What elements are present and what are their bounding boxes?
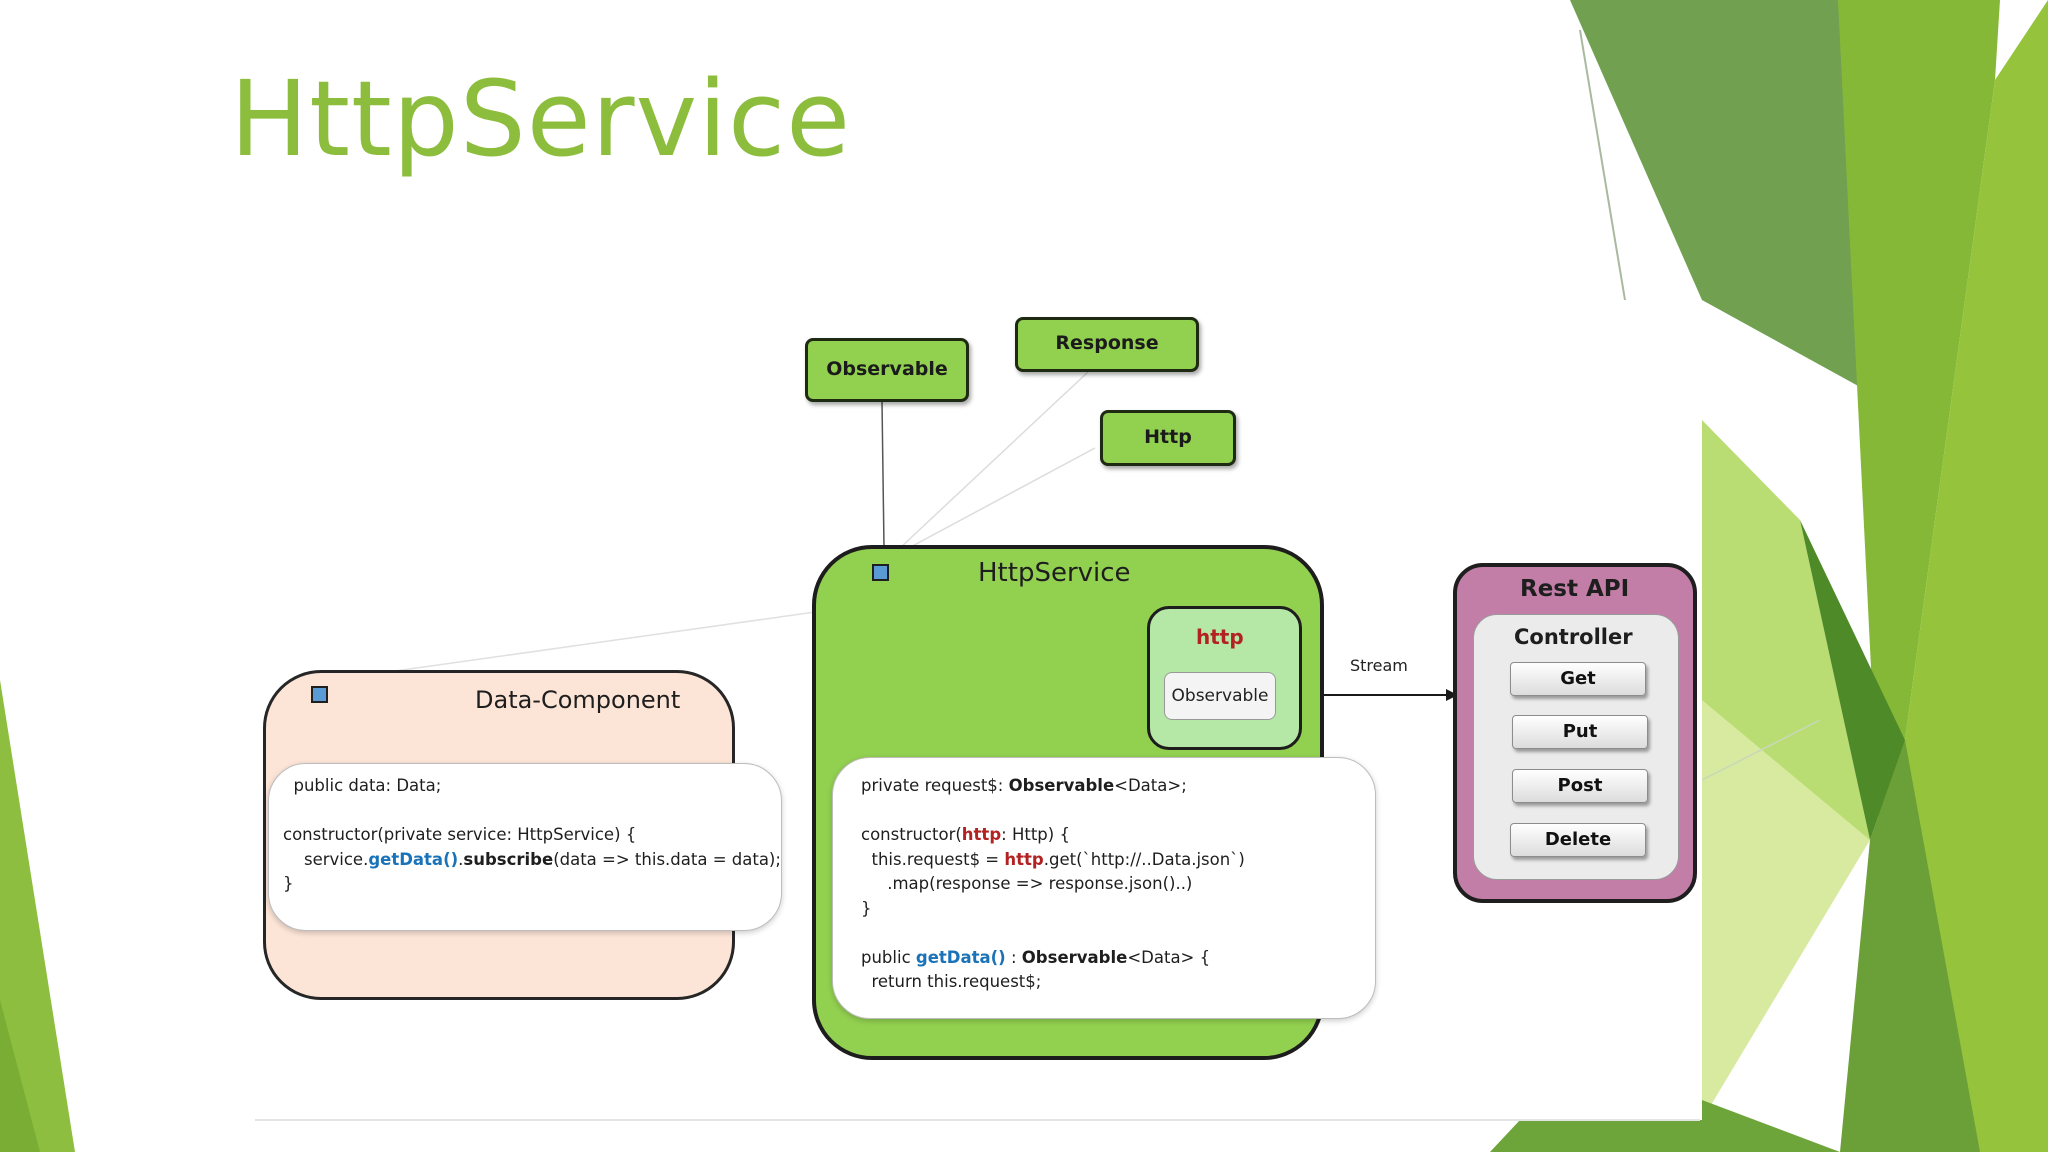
code-line: } <box>861 898 872 918</box>
stream-label: Stream <box>1350 656 1408 675</box>
slide-title: HttpService <box>230 58 852 180</box>
observable-inner-box: Observable <box>1164 672 1276 720</box>
code-line: public getData() : Observable<Data> { <box>861 947 1211 967</box>
code-line: .map(response => response.json()..) <box>861 874 1193 893</box>
code-line: constructor(http: Http) { <box>861 825 1070 844</box>
code-line: service.getData().subscribe(data => this… <box>283 849 781 869</box>
get-button[interactable]: Get <box>1510 662 1646 696</box>
data-component-code: public data: Data; constructor(private s… <box>268 763 782 931</box>
code-line: private request$: Observable<Data>; <box>861 776 1187 795</box>
rest-api-title: Rest API <box>1520 576 1630 602</box>
http-tag: Http <box>1100 410 1236 466</box>
code-line: return this.request$; <box>861 972 1042 991</box>
http-inner-label: http <box>1196 625 1244 649</box>
http-service-code: private request$: Observable<Data>; cons… <box>832 757 1376 1019</box>
put-button[interactable]: Put <box>1512 715 1648 749</box>
code-line: constructor(private service: HttpService… <box>283 825 637 844</box>
service-icon <box>872 564 889 581</box>
facet-dark <box>1570 0 1920 420</box>
controller-title: Controller <box>1514 625 1633 649</box>
data-component-title: Data-Component <box>475 686 681 714</box>
code-line: this.request$ = http.get(`http://..Data.… <box>861 849 1245 869</box>
delete-button[interactable]: Delete <box>1510 823 1646 857</box>
code-line: } <box>283 874 294 893</box>
response-tag: Response <box>1015 317 1199 372</box>
http-service-title: HttpService <box>978 558 1131 588</box>
code-line: public data: Data; <box>283 776 442 795</box>
post-button[interactable]: Post <box>1512 769 1648 803</box>
observable-tag: Observable <box>805 338 969 402</box>
component-icon <box>311 686 328 703</box>
